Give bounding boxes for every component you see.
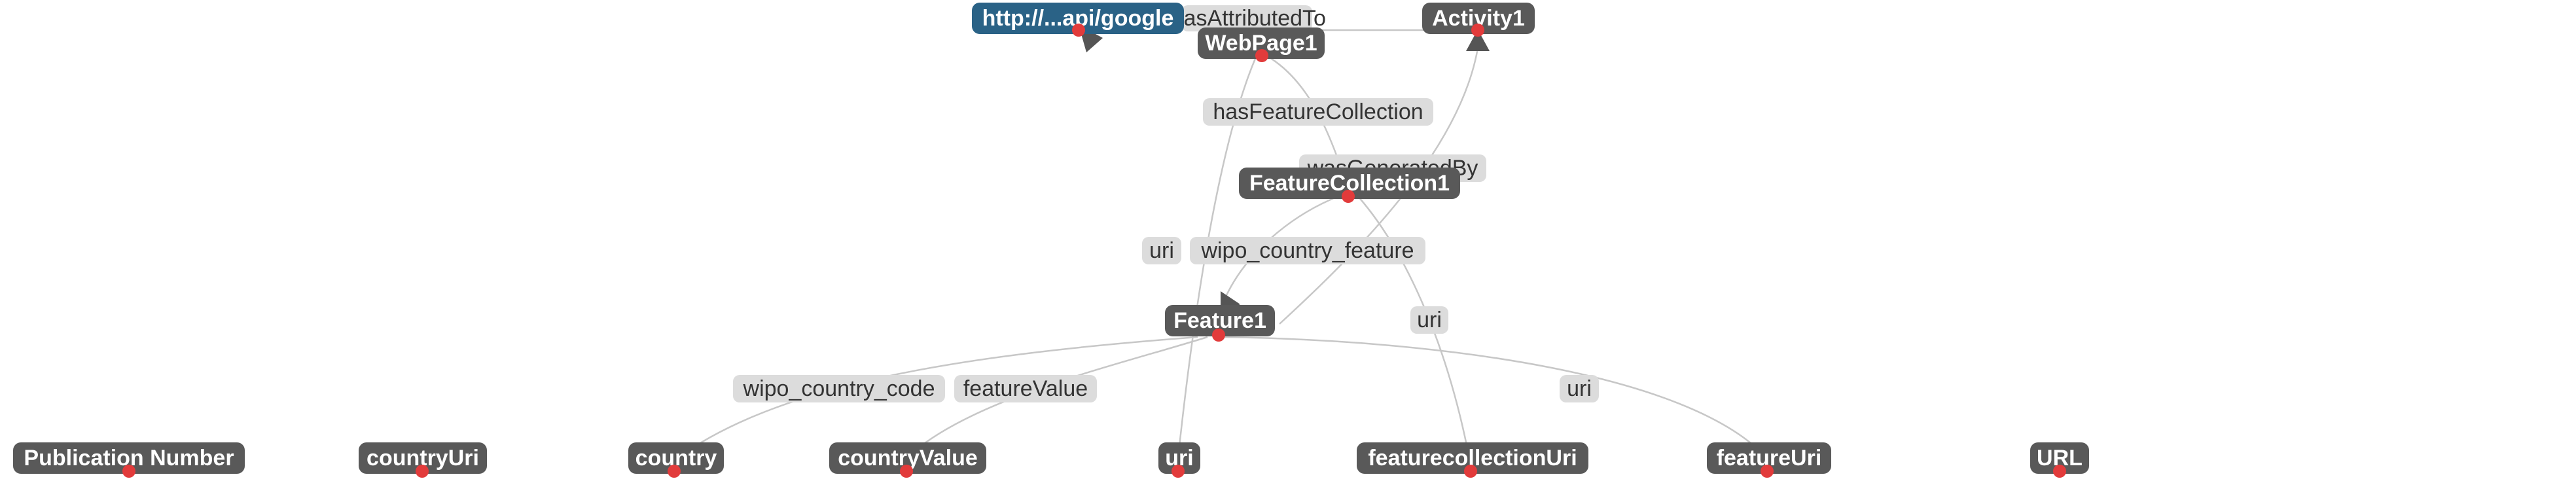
edge-uri-left — [1177, 55, 1258, 459]
node-activity[interactable]: Activity1 — [1422, 3, 1535, 37]
edge-label-uri-right: uri — [1410, 306, 1448, 334]
node-feature[interactable]: Feature1 — [1165, 305, 1275, 342]
node-anchor-dot — [1255, 49, 1268, 62]
svg-text:featureValue: featureValue — [963, 376, 1088, 401]
node-uri-col[interactable]: uri — [1158, 442, 1200, 478]
node-country-value[interactable]: countryValue — [829, 442, 986, 478]
node-url-col[interactable]: URL — [2030, 442, 2089, 478]
edge-uri-low — [1223, 336, 1768, 459]
node-country[interactable]: country — [628, 442, 724, 478]
svg-text:wipo_country_code: wipo_country_code — [743, 376, 935, 401]
node-anchor-dot — [668, 465, 681, 478]
node-anchor-dot — [1212, 329, 1225, 342]
node-publication-number[interactable]: Publication Number — [13, 442, 245, 478]
node-uri-google[interactable]: http://...api/google — [972, 3, 1184, 37]
node-anchor-dot — [1072, 24, 1085, 37]
node-anchor-dot — [1172, 465, 1185, 478]
arrowhead-activity — [1466, 29, 1490, 51]
svg-text:uri: uri — [1149, 238, 1174, 263]
node-country-uri[interactable]: countryUri — [359, 442, 487, 478]
edge-label-uri-low: uri — [1560, 375, 1599, 402]
node-anchor-dot — [416, 465, 429, 478]
svg-text:wipo_country_feature: wipo_country_feature — [1200, 238, 1414, 263]
edge-label-attributed-to: wasAttributedTo — [1167, 5, 1326, 31]
node-anchor-dot — [1471, 24, 1484, 37]
edge-label-wipo-feature: wipo_country_feature — [1190, 237, 1425, 264]
node-anchor-dot — [900, 465, 913, 478]
node-anchor-dot — [2053, 465, 2066, 478]
edge-label-feature-value: featureValue — [954, 375, 1097, 402]
svg-text:hasFeatureCollection: hasFeatureCollection — [1213, 99, 1423, 124]
node-feature-collection[interactable]: FeatureCollection1 — [1239, 168, 1460, 203]
svg-text:uri: uri — [1567, 376, 1592, 401]
edge-labels: wasAttributedTo hasFeatureCollection was… — [733, 5, 1599, 402]
edge-label-has-feature-collection: hasFeatureCollection — [1203, 98, 1433, 126]
edge-wipo-code — [677, 336, 1198, 459]
node-anchor-dot — [1761, 465, 1774, 478]
node-anchor-dot — [1464, 465, 1477, 478]
node-anchor-dot — [1342, 190, 1355, 203]
node-feature-uri[interactable]: featureUri — [1707, 442, 1831, 478]
edge-label-wipo-code: wipo_country_code — [733, 375, 945, 402]
node-featurecollection-uri[interactable]: featurecollectionUri — [1357, 442, 1588, 478]
svg-text:uri: uri — [1417, 308, 1442, 332]
node-webpage[interactable]: WebPage1 — [1198, 27, 1325, 62]
nodes: http://...api/google Activity1 WebPage1 … — [13, 3, 2089, 478]
svg-text:wasAttributedTo: wasAttributedTo — [1167, 6, 1326, 31]
edge-uri-right — [1357, 196, 1471, 459]
edge-label-uri-left: uri — [1142, 237, 1181, 264]
node-anchor-dot — [122, 465, 135, 478]
